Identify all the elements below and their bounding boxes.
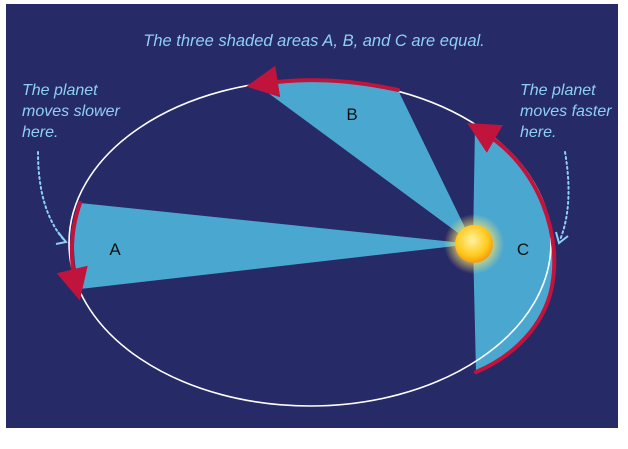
slower-note: The planet moves slower here.	[22, 82, 120, 141]
slow-motion-arrow	[56, 201, 88, 301]
area-b-label: B	[346, 105, 357, 124]
area-c-label: C	[517, 240, 529, 259]
diagram-title: The three shaded areas A, B, and C are e…	[143, 32, 485, 50]
sun-icon	[444, 214, 504, 274]
area-b-arrow	[246, 65, 400, 98]
area-a-label: A	[109, 240, 121, 259]
fast-motion-arrow	[467, 123, 557, 374]
faster-note: The planet moves faster here.	[520, 82, 612, 141]
area-a-sector	[74, 203, 473, 289]
curved-arrow-icon-left	[37, 151, 68, 245]
area-b-sector	[256, 81, 473, 244]
curved-arrow-icon-right	[555, 151, 570, 245]
